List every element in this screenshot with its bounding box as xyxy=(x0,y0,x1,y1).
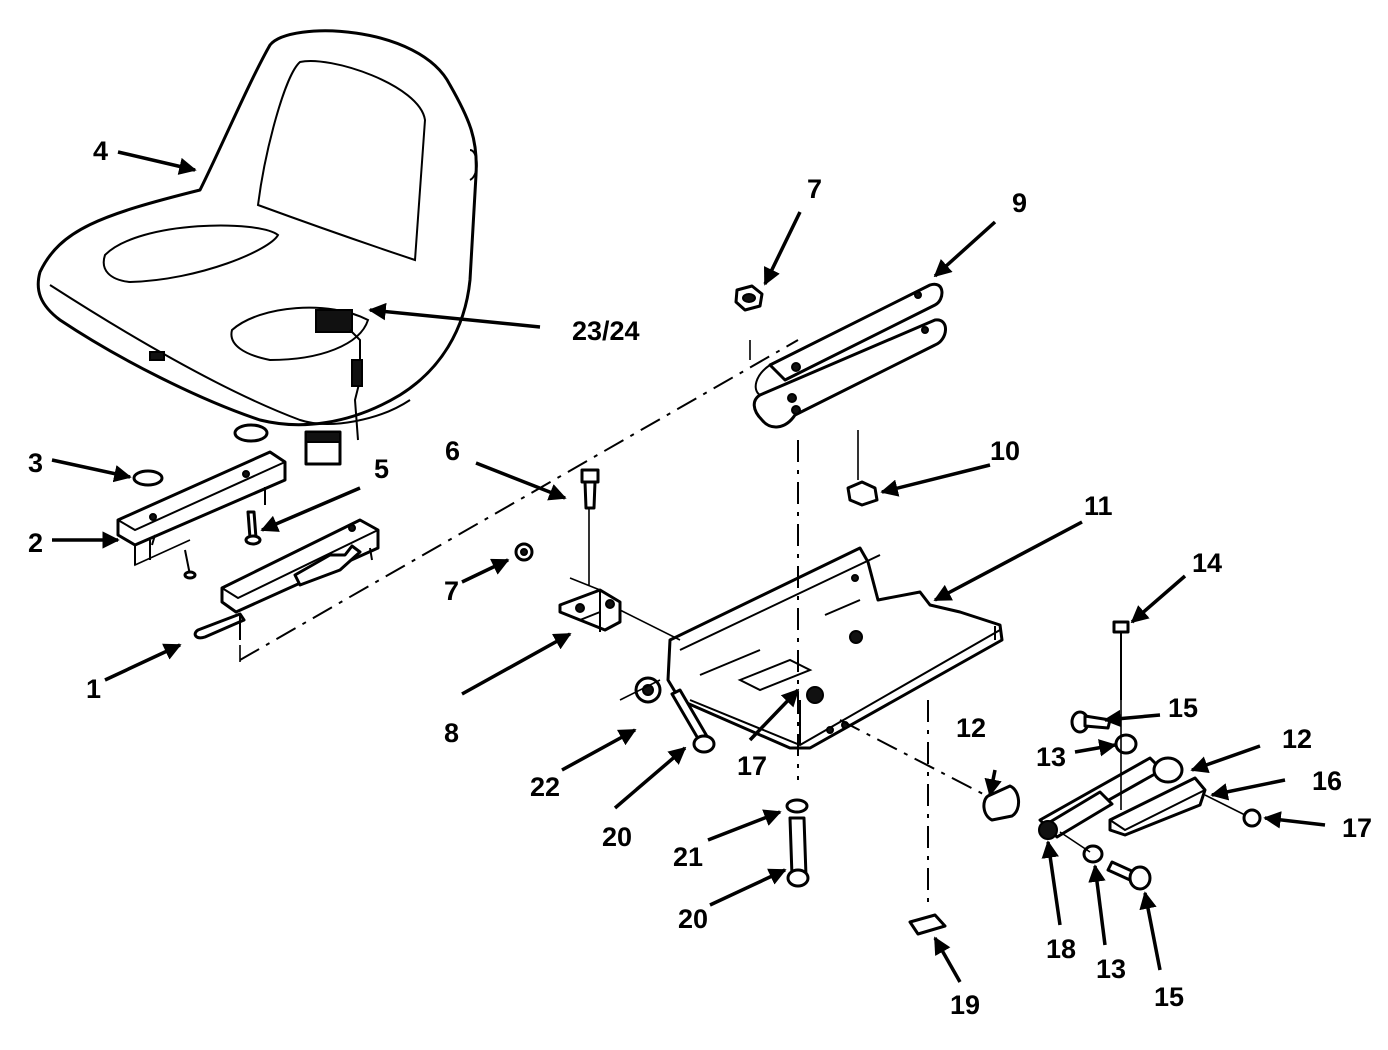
nut-7-small xyxy=(514,542,534,562)
nut-7-top xyxy=(734,284,764,312)
shock-absorber-18 xyxy=(1038,756,1184,840)
spacer-22 xyxy=(634,676,662,704)
bolt-20-vertical xyxy=(786,816,810,888)
callout-15-bottom: 15 xyxy=(1154,982,1184,1012)
callout-9: 9 xyxy=(1012,188,1027,218)
callout-4: 4 xyxy=(93,136,108,166)
nut-10 xyxy=(846,480,879,507)
callout-10: 10 xyxy=(990,436,1020,466)
callout-12-left: 12 xyxy=(956,713,986,743)
callout-13-bottom: 13 xyxy=(1096,954,1126,984)
callout-3: 3 xyxy=(28,448,43,478)
assembly-guide-lines xyxy=(134,339,1246,905)
washer-13-top xyxy=(1114,733,1138,755)
callout-15-top: 15 xyxy=(1168,693,1198,723)
callout-2: 2 xyxy=(28,528,43,558)
bolt-14 xyxy=(1112,620,1130,700)
slide-rail-1 xyxy=(193,518,380,640)
callout-6: 6 xyxy=(445,436,460,466)
callout-7-left: 7 xyxy=(444,576,459,606)
seat xyxy=(36,29,478,427)
callout-labels: 4 7 9 23/24 3 5 2 1 6 7 8 10 11 14 15 13… xyxy=(28,136,1372,1020)
bolt-15-bottom xyxy=(1106,860,1152,891)
callout-19: 19 xyxy=(950,990,980,1020)
callout-13-top: 13 xyxy=(1036,742,1066,772)
pad-19 xyxy=(908,913,947,936)
callout-18: 18 xyxy=(1046,934,1076,964)
washer-21 xyxy=(785,798,809,814)
callout-20-lower: 20 xyxy=(678,904,708,934)
seat-pan-11 xyxy=(666,546,1004,750)
callout-12-right: 12 xyxy=(1282,724,1312,754)
bolt-15-top xyxy=(1070,710,1112,734)
callout-17-right: 17 xyxy=(1342,813,1372,843)
callout-21: 21 xyxy=(673,842,703,872)
callout-22: 22 xyxy=(530,772,560,802)
leader-arrows xyxy=(51,150,1326,983)
callout-5: 5 xyxy=(374,454,389,484)
spring-bracket-9 xyxy=(752,282,947,429)
washer-3 xyxy=(132,423,269,487)
callout-20-upper: 20 xyxy=(602,822,632,852)
callout-8: 8 xyxy=(444,718,459,748)
screw-5 xyxy=(244,510,262,546)
callout-14: 14 xyxy=(1192,548,1222,578)
callout-17-center: 17 xyxy=(737,751,767,781)
seat-switch xyxy=(304,309,363,466)
callout-11: 11 xyxy=(1084,491,1113,521)
bracket-8 xyxy=(558,588,622,632)
nut-17-right xyxy=(1242,808,1262,828)
callout-16: 16 xyxy=(1312,766,1342,796)
callout-23-24: 23/24 xyxy=(572,316,640,346)
bolt-6 xyxy=(580,468,600,510)
washer-13-bottom xyxy=(1082,844,1104,864)
callout-7-top: 7 xyxy=(807,174,822,204)
callout-1: 1 xyxy=(86,674,101,704)
bracket-16 xyxy=(1108,776,1207,837)
bolt-20-horizontal xyxy=(670,688,716,754)
